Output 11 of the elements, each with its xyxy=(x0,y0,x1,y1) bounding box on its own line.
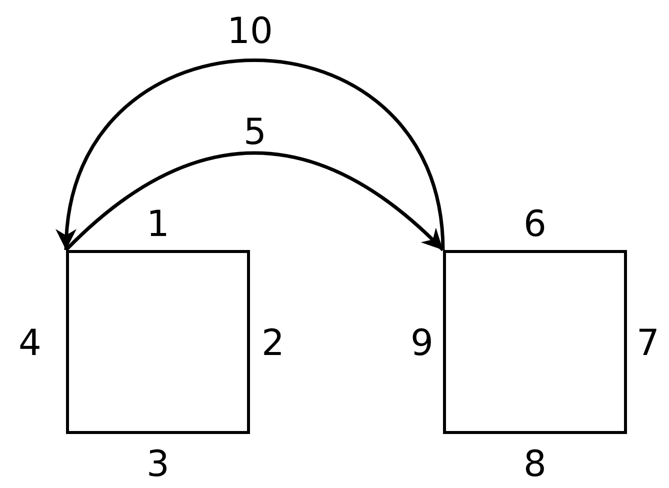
side-number: 8 xyxy=(524,449,546,481)
side-number: 4 xyxy=(18,328,42,360)
side-number: 6 xyxy=(524,209,546,241)
square-box xyxy=(66,250,250,434)
square-box xyxy=(443,250,627,434)
side-number: 7 xyxy=(636,328,660,360)
side-number: 1 xyxy=(146,209,170,241)
side-number: 2 xyxy=(262,328,284,360)
side-number: 3 xyxy=(146,449,170,481)
curved-arrow xyxy=(58,58,445,250)
side-number: 9 xyxy=(410,328,434,360)
